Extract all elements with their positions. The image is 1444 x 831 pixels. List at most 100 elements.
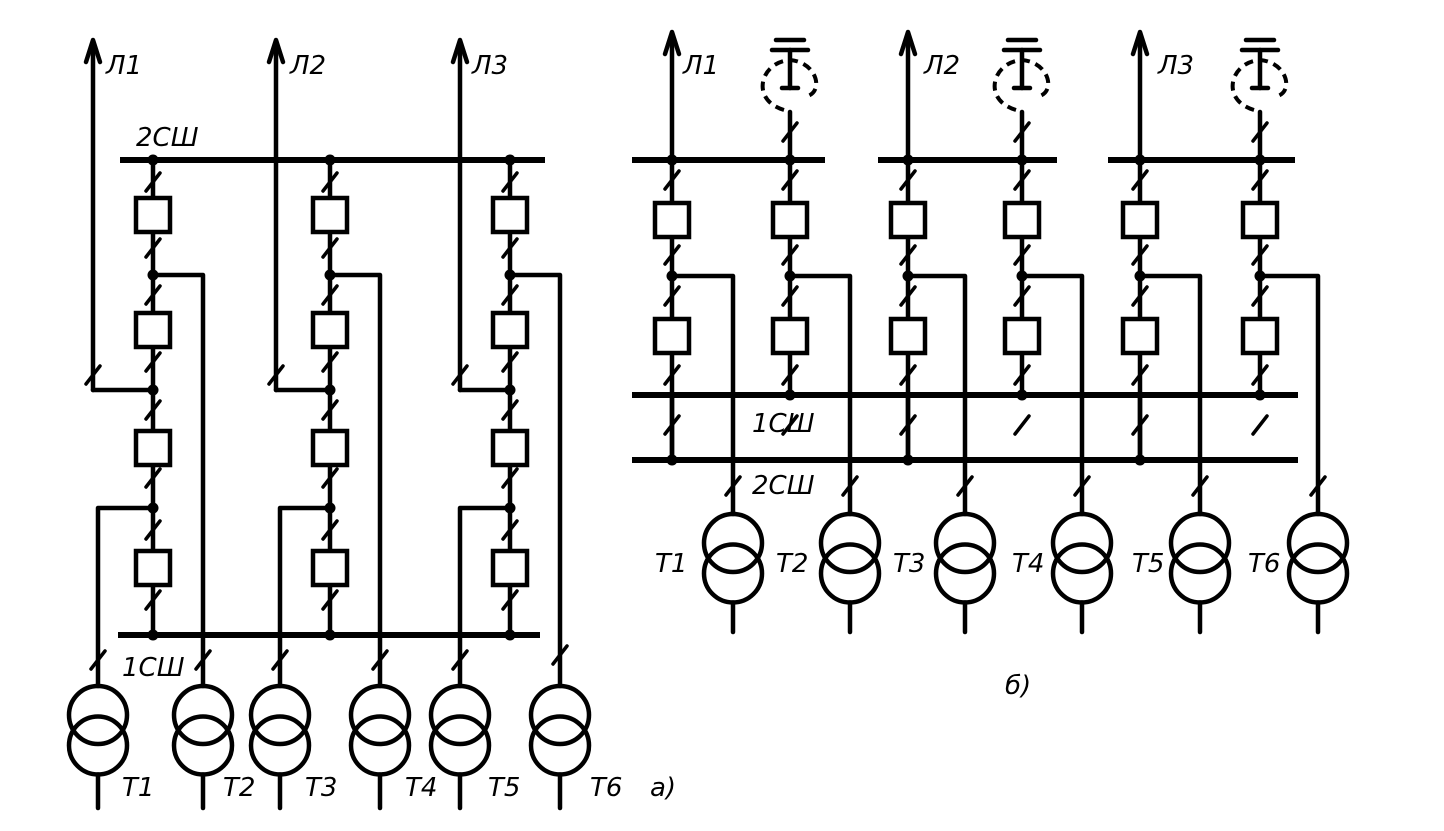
junction-node (902, 454, 914, 466)
disconnector-mark (1251, 169, 1269, 191)
trafo-label-t6-b: Т6 (1248, 549, 1280, 579)
disconnector-mark (1309, 475, 1327, 497)
junction-node (1016, 389, 1028, 401)
line-label-l2-b: Л2 (923, 51, 960, 81)
disconnector-mark (144, 237, 162, 259)
disconnector-mark (371, 649, 389, 671)
disconnector-mark (321, 589, 339, 611)
junction-node (1254, 389, 1266, 401)
b-transformers (701, 509, 1350, 635)
junction-node (902, 154, 914, 166)
line-label-l3-a: Л3 (471, 51, 508, 81)
circuit-breaker (1240, 316, 1280, 356)
disconnector-mark (899, 169, 917, 191)
cable-loop (1230, 57, 1289, 112)
disconnector-mark (321, 171, 339, 193)
trafo-label-t4-a: Т4 (405, 773, 437, 803)
junction-node (504, 384, 516, 396)
junction-node (147, 629, 159, 641)
disconnector-mark (501, 467, 519, 489)
transformer-tap (905, 273, 968, 515)
line-label-l3-b: Л3 (1157, 51, 1194, 81)
disconnector-mark (501, 519, 519, 541)
a-transformers (66, 682, 592, 811)
disconnector-mark (841, 475, 859, 497)
disconnector-mark (724, 475, 742, 497)
disconnector-mark (321, 351, 339, 373)
disconnector-mark (501, 399, 519, 421)
disconnector-mark (451, 649, 469, 671)
circuit-breaker (652, 200, 692, 240)
trafo-label-t3-a: Т3 (305, 773, 337, 803)
transformer-tap (1019, 273, 1085, 515)
disconnector-mark (144, 284, 162, 306)
disconnector-mark (1013, 414, 1031, 436)
disconnector-mark (1131, 364, 1149, 386)
disconnector-mark (781, 169, 799, 191)
junction-node (324, 154, 336, 166)
circuit-breaker (310, 310, 350, 350)
trafo-label-t6-a: Т6 (590, 773, 622, 803)
junction-node (504, 629, 516, 641)
junction-node (324, 384, 336, 396)
disconnector-mark (1191, 475, 1209, 497)
trafo-label-t2-a: Т2 (223, 773, 255, 803)
trafo-label-t1-b: Т1 (655, 549, 687, 579)
junction-node (1016, 154, 1028, 166)
disconnector-mark (781, 364, 799, 386)
caption-b: б) (1005, 671, 1031, 701)
disconnector-mark (321, 284, 339, 306)
trafo-label-t4-b: Т4 (1012, 549, 1044, 579)
disconnector-mark (89, 649, 107, 671)
junction-node (147, 384, 159, 396)
disconnector-mark (899, 364, 917, 386)
disconnector-mark (144, 589, 162, 611)
disconnector-mark (663, 364, 681, 386)
transformer-tap-upper (150, 272, 206, 688)
transformer-tap (787, 273, 853, 515)
disconnector-mark (663, 285, 681, 307)
disconnector-mark (899, 285, 917, 307)
circuit-breaker (888, 200, 928, 240)
circuit-breaker (310, 428, 350, 468)
bus-label-2csh-b: 2СШ (752, 471, 815, 501)
disconnector-mark (1013, 169, 1031, 191)
trafo-label-t1-a: Т1 (122, 773, 154, 803)
circuit-breaker (888, 316, 928, 356)
circuit-breaker (490, 310, 530, 350)
disconnector-mark (663, 169, 681, 191)
line-label-l1-b: Л1 (682, 51, 719, 81)
circuit-breaker (310, 548, 350, 588)
junction-node (666, 454, 678, 466)
disconnector-mark (321, 237, 339, 259)
disconnector-mark (781, 121, 799, 143)
caption-a: а) (650, 773, 676, 803)
circuit-breaker (1240, 200, 1280, 240)
cable-loop (760, 57, 819, 112)
disconnector-mark (551, 644, 569, 666)
line-label-l2-a: Л2 (289, 51, 326, 81)
disconnector-mark (956, 475, 974, 497)
disconnector-mark (501, 589, 519, 611)
circuit-breaker (652, 316, 692, 356)
disconnector-mark (267, 364, 285, 386)
transformer-tap (1257, 273, 1321, 515)
circuit-breaker (770, 200, 810, 240)
disconnector-mark (144, 399, 162, 421)
disconnector-mark (781, 244, 799, 266)
circuit-breaker (770, 316, 810, 356)
disconnector-mark (84, 364, 102, 386)
disconnector-mark (501, 237, 519, 259)
junction-node (147, 154, 159, 166)
disconnector-mark (899, 414, 917, 436)
arrow-icon (662, 29, 682, 57)
disconnector-mark (1073, 475, 1091, 497)
disconnector-mark (781, 285, 799, 307)
disconnector-mark (144, 171, 162, 193)
scheme-a: Л1 Л2 Л3 2СШ 1СШ Т1 Т2 Т3 Т4 Т5 Т6 а) (66, 37, 676, 811)
disconnector-mark (144, 467, 162, 489)
trafo-label-t5-a: Т5 (488, 773, 520, 803)
junction-node (784, 389, 796, 401)
transformer-tap-upper (507, 272, 563, 688)
junction-node (666, 154, 678, 166)
